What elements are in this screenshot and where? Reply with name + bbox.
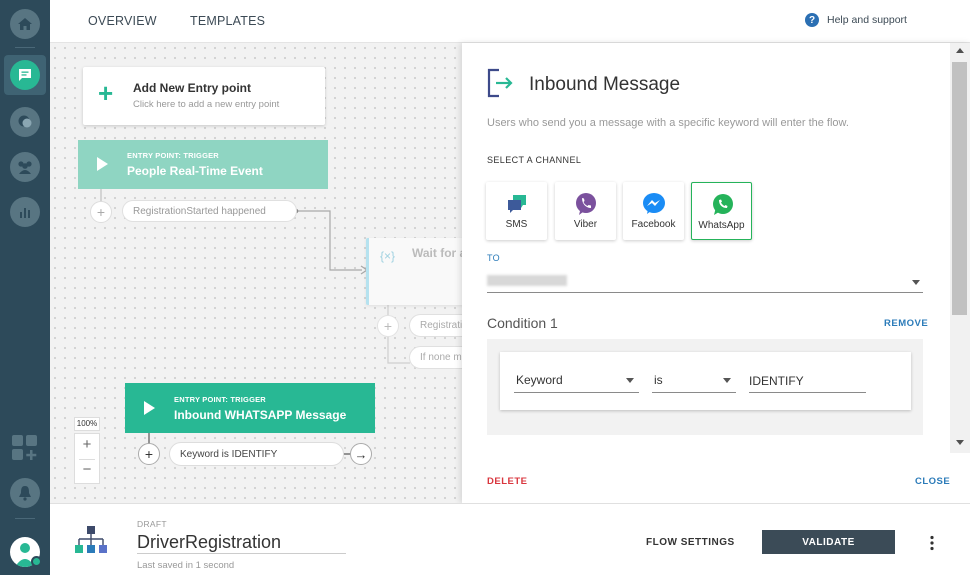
close-button[interactable]: CLOSE <box>915 476 951 487</box>
tab-templates[interactable]: TEMPLATES <box>190 14 266 28</box>
panel-description: Users who send you a message with a spec… <box>487 117 849 129</box>
tab-overview[interactable]: OVERVIEW <box>88 14 157 28</box>
condition-value-input[interactable]: IDENTIFY <box>749 370 866 393</box>
bottom-bar: DRAFT DriverRegistration Last saved in 1… <box>50 503 970 575</box>
wait-fallback-label: If none m <box>420 352 462 363</box>
to-select[interactable] <box>487 272 923 293</box>
flow-name-value: DriverRegistration <box>137 532 282 552</box>
zoom-out-button[interactable]: − <box>82 461 92 478</box>
zoom-control: + − <box>74 433 100 484</box>
flow-name-input[interactable]: DriverRegistration <box>137 531 346 554</box>
condition-value-text: IDENTIFY <box>749 374 804 388</box>
zoom-divider <box>79 459 95 460</box>
trigger-title: People Real-Time Event <box>127 164 263 178</box>
inbound-message-icon <box>487 68 513 98</box>
sidebar <box>0 0 50 575</box>
channel-label: SMS <box>505 219 528 230</box>
wait-node-label: Wait for a <box>412 246 462 260</box>
channel-facebook[interactable]: Facebook <box>623 182 684 240</box>
zoom-level: 100% <box>74 417 100 431</box>
condition-field-value: Keyword <box>516 373 563 387</box>
flow-status: DRAFT <box>137 519 167 529</box>
top-bar: OVERVIEW TEMPLATES ? Help and support <box>50 0 970 43</box>
scroll-up-icon[interactable] <box>956 48 964 53</box>
flow-canvas[interactable]: + Add New Entry point Click here to add … <box>50 43 462 503</box>
channel-whatsapp[interactable]: WhatsApp <box>691 182 752 240</box>
channel-label: Facebook <box>631 219 676 230</box>
help-and-support-link[interactable]: ? Help and support <box>805 13 907 27</box>
flow-tree-icon <box>74 525 108 558</box>
panel-title: Inbound Message <box>529 74 681 95</box>
add-step-button[interactable]: + <box>90 201 112 223</box>
more-options-icon[interactable] <box>928 535 936 551</box>
plus-icon: + <box>98 78 114 108</box>
wait-fallback-pill[interactable]: If none m <box>409 346 462 369</box>
people-icon[interactable] <box>10 152 40 182</box>
flow-settings-button[interactable]: FLOW SETTINGS <box>646 537 735 548</box>
play-icon <box>144 401 155 415</box>
validate-button[interactable]: VALIDATE <box>762 530 895 554</box>
chevron-down-icon <box>912 280 920 285</box>
status-dot <box>31 556 42 567</box>
channel-label: Viber <box>573 219 598 230</box>
zoom-in-button[interactable]: + <box>82 436 92 453</box>
analytics-icon[interactable] <box>10 197 40 227</box>
delete-button[interactable]: DELETE <box>487 476 528 487</box>
home-icon[interactable] <box>10 9 40 39</box>
trigger-people-event-node[interactable]: ENTRY POINT: TRIGGER People Real-Time Ev… <box>78 140 328 189</box>
add-step-button[interactable]: + <box>377 315 399 337</box>
last-saved: Last saved in 1 second <box>137 560 235 571</box>
conversations-icon[interactable] <box>10 107 40 137</box>
trigger-title: Inbound WHATSAPP Message <box>174 408 347 422</box>
keyword-condition-label: Keyword is IDENTIFY <box>180 448 278 460</box>
channel-label: WhatsApp <box>698 220 745 231</box>
scrollbar-thumb[interactable] <box>952 62 967 315</box>
arrow-right-icon[interactable]: → <box>350 443 372 465</box>
add-entry-title: Add New Entry point <box>133 81 251 95</box>
remove-condition-button[interactable]: REMOVE <box>884 318 929 329</box>
condition-box: Keyword is IDENTIFY <box>487 339 923 435</box>
condition-operator-value: is <box>654 373 663 387</box>
add-entry-point-card[interactable]: + Add New Entry point Click here to add … <box>83 67 325 125</box>
sidebar-divider <box>15 47 35 48</box>
event-condition-label: RegistrationStarted happened <box>133 205 266 217</box>
wait-branch-label: Registrati <box>420 320 462 331</box>
whatsapp-icon <box>713 194 733 215</box>
trigger-inbound-whatsapp-node[interactable]: ENTRY POINT: TRIGGER Inbound WHATSAPP Me… <box>125 383 375 433</box>
channel-viber[interactable]: Viber <box>555 182 616 240</box>
condition-row: Keyword is IDENTIFY <box>500 352 911 410</box>
sms-icon <box>508 195 526 213</box>
viber-icon <box>576 193 596 215</box>
play-icon <box>97 157 108 171</box>
to-label: TO <box>487 253 500 263</box>
trigger-kicker: ENTRY POINT: TRIGGER <box>174 395 266 404</box>
apps-add-icon[interactable] <box>11 434 39 462</box>
sidebar-divider <box>15 518 35 519</box>
channel-heading: SELECT A CHANNEL <box>487 155 582 165</box>
keyword-condition-pill[interactable]: Keyword is IDENTIFY <box>169 442 344 466</box>
trigger-kicker: ENTRY POINT: TRIGGER <box>127 151 219 160</box>
add-step-button[interactable]: + <box>138 443 160 465</box>
chevron-down-icon <box>723 378 731 383</box>
help-label: Help and support <box>827 14 907 26</box>
scroll-down-icon[interactable] <box>956 440 964 445</box>
flow-icon[interactable] <box>10 60 40 90</box>
channel-sms[interactable]: SMS <box>486 182 547 240</box>
variable-icon: {×} <box>380 249 396 263</box>
add-entry-subtitle: Click here to add a new entry point <box>133 99 280 110</box>
help-icon: ? <box>805 13 819 27</box>
chevron-down-icon <box>626 378 634 383</box>
event-condition-pill[interactable]: RegistrationStarted happened <box>122 200 297 222</box>
wait-branch-pill[interactable]: Registrati <box>409 314 462 337</box>
condition-operator-select[interactable]: is <box>652 370 736 393</box>
messenger-icon <box>643 193 665 214</box>
condition-title: Condition 1 <box>487 315 558 331</box>
redacted-value <box>487 275 567 286</box>
condition-field-select[interactable]: Keyword <box>514 370 639 393</box>
validate-label: VALIDATE <box>802 536 855 548</box>
wait-node[interactable]: {×} Wait for a <box>366 238 462 305</box>
bell-icon[interactable] <box>10 478 40 508</box>
